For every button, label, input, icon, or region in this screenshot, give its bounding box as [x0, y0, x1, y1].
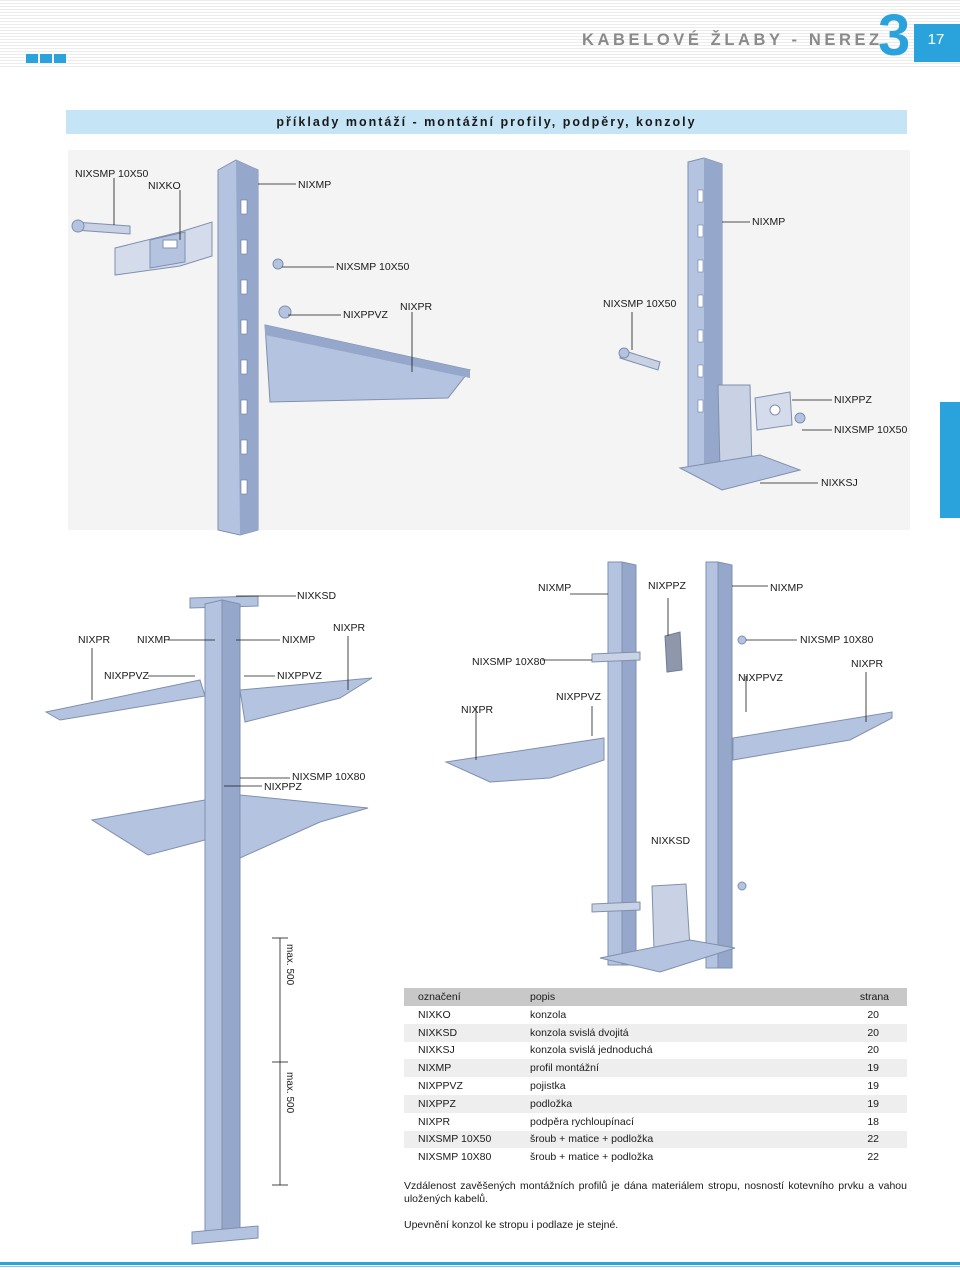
table-row: NIXPR podpěra rychloupínací 18 — [404, 1113, 907, 1131]
page-number: 17 — [927, 31, 945, 48]
label-nixksd: NIXKSD — [297, 590, 337, 602]
cell-description: šroub + matice + podložka — [530, 1151, 654, 1164]
label-nixppz: NIXPPZ — [264, 781, 302, 793]
page-header — [0, 0, 960, 68]
label-nixmp: NIXMP — [752, 216, 786, 228]
table-row: NIXKO konzola 20 — [404, 1006, 907, 1024]
cell-page: 18 — [867, 1115, 879, 1128]
footer-rule-thin — [0, 1266, 960, 1267]
label-nixksd: NIXKSD — [651, 835, 691, 847]
label-nixppvz: NIXPPVZ — [104, 670, 149, 682]
note-spacing: Vzdálenost zavěšených montážních profilů… — [404, 1180, 907, 1205]
cell-designation: NIXSMP 10X80 — [418, 1151, 492, 1164]
cell-page: 20 — [867, 1044, 879, 1057]
label-nixppz: NIXPPZ — [834, 394, 872, 406]
table-row: NIXSMP 10X80 šroub + matice + podložka 22 — [404, 1148, 907, 1166]
label-nixsmp-10x50: NIXSMP 10X50 — [603, 298, 677, 310]
cell-page: 20 — [786, 1023, 907, 1042]
chapter-number: 3 — [878, 3, 910, 68]
cell-description: pojistka — [530, 1080, 566, 1093]
cell-designation: NIXKSJ — [418, 1044, 455, 1057]
label-nixpr: NIXPR — [78, 634, 111, 646]
label-nixksj: NIXKSJ — [821, 477, 858, 489]
page-number-box — [914, 24, 960, 62]
cell-designation: NIXSMP 10X50 — [404, 1130, 516, 1149]
note-mounting: Upevnění konzol ke stropu i podlaze je s… — [404, 1219, 619, 1231]
cell-designation: NIXPPZ — [404, 1094, 516, 1113]
label-nixppvz: NIXPPVZ — [738, 672, 783, 684]
section-subtitle: příklady montáží - montážní profily, pod… — [276, 115, 697, 129]
column-header-page: strana — [786, 988, 907, 1006]
cell-description: profil montážní — [516, 1059, 787, 1078]
cell-page: 20 — [867, 1008, 879, 1021]
label-nixmp: NIXMP — [137, 634, 171, 646]
label-nixppvz: NIXPPVZ — [343, 309, 388, 321]
subtitle-bar — [66, 110, 907, 134]
label-nixppz: NIXPPZ — [648, 580, 686, 592]
column-header-description: popis — [516, 988, 787, 1006]
cell-description: konzola — [530, 1008, 567, 1021]
cell-description: podpěra rychloupínací — [530, 1115, 634, 1128]
cell-description: podložka — [516, 1094, 787, 1113]
table-header-row: označení popis strana — [404, 988, 907, 1006]
label-nixpr: NIXPR — [333, 622, 366, 634]
label-nixmp: NIXMP — [538, 582, 572, 594]
parts-table: označení popis strana NIXKO konzola 20 NIX… — [404, 988, 907, 1166]
column-header-designation: označení — [404, 988, 516, 1006]
footer-rule — [0, 1262, 960, 1265]
label-nixppvz: NIXPPVZ — [277, 670, 322, 682]
label-nixsmp-10x80: NIXSMP 10X80 — [800, 634, 874, 646]
table-row: NIXPPVZ pojistka 19 — [404, 1077, 907, 1095]
label-nixsmp-10x50: NIXSMP 10X50 — [75, 168, 149, 180]
label-nixmp: NIXMP — [282, 634, 316, 646]
label-nixpr: NIXPR — [461, 704, 494, 716]
cell-page: 19 — [786, 1059, 907, 1078]
label-nixmp: NIXMP — [298, 179, 332, 191]
label-nixpr: NIXPR — [400, 301, 433, 313]
cell-designation: NIXPR — [418, 1115, 451, 1128]
label-nixppvz: NIXPPVZ — [556, 691, 601, 703]
cell-designation: NIXPPVZ — [418, 1080, 463, 1093]
cell-designation: NIXKO — [418, 1008, 451, 1021]
label-nixsmp-10x80: NIXSMP 10X80 — [472, 656, 546, 668]
dimension-max-500: max. 500 — [284, 1072, 295, 1114]
header-title: KABELOVÉ ŽLABY - NEREZ — [582, 31, 883, 49]
cell-description: konzola svislá dvojitá — [516, 1023, 787, 1042]
cell-designation: NIXKSD — [404, 1023, 516, 1042]
cell-designation: NIXMP — [404, 1059, 516, 1078]
label-nixsmp-10x50: NIXSMP 10X50 — [834, 424, 908, 436]
cell-page: 22 — [867, 1151, 879, 1164]
cell-page: 22 — [786, 1130, 907, 1149]
label-nixsmp-10x80: NIXSMP 10X80 — [292, 771, 366, 783]
chapter-side-tab — [940, 402, 960, 518]
dimension-max-500: max. 500 — [284, 944, 295, 986]
label-nixko: NIXKO — [148, 180, 181, 192]
label-nixmp: NIXMP — [770, 582, 804, 594]
label-nixpr: NIXPR — [851, 658, 884, 670]
cell-description: šroub + matice + podložka — [516, 1130, 787, 1149]
cell-page: 19 — [786, 1094, 907, 1113]
cell-description: konzola svislá jednoduchá — [530, 1044, 653, 1057]
label-nixsmp-10x50: NIXSMP 10X50 — [336, 261, 410, 273]
table-row: NIXKSJ konzola svislá jednoduchá 20 — [404, 1042, 907, 1060]
cell-page: 19 — [867, 1080, 879, 1093]
